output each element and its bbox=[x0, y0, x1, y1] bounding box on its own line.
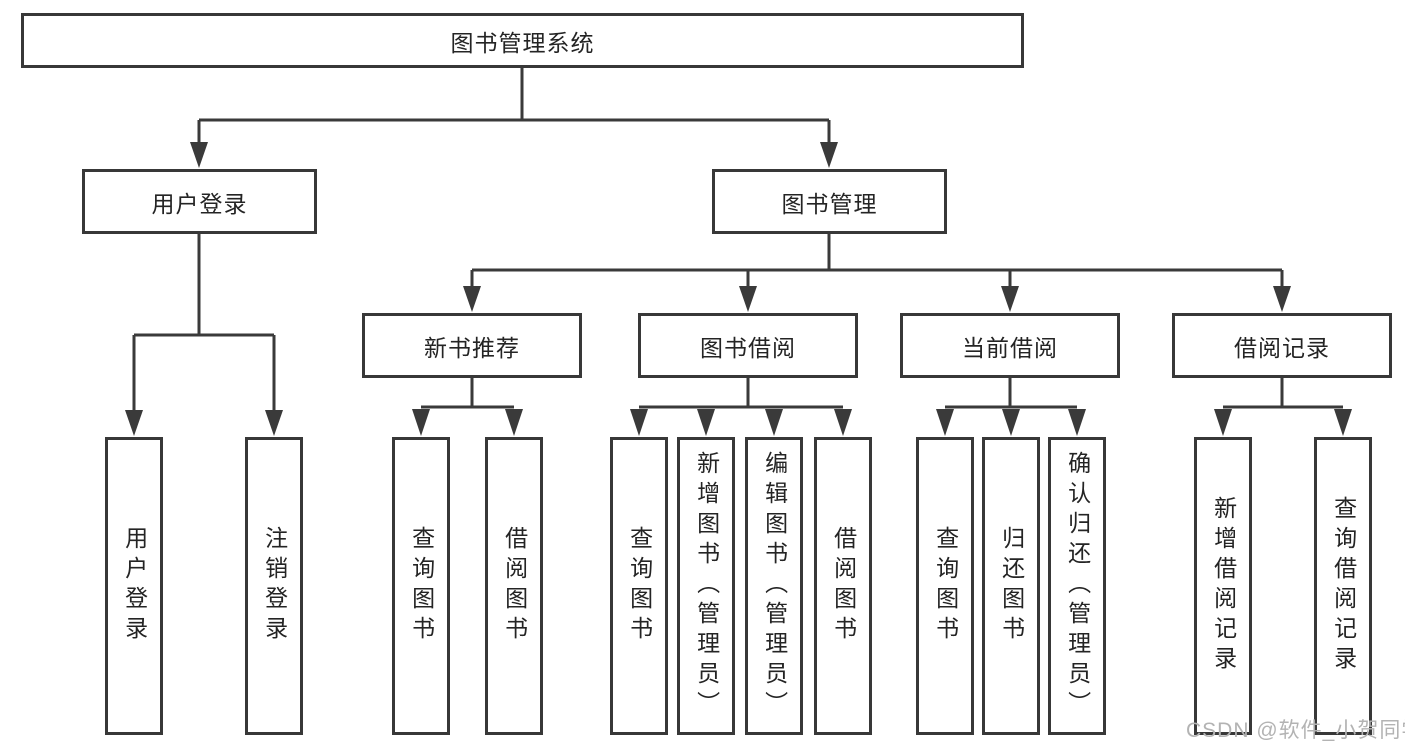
leaf-query-books-recommend: 查询图书 bbox=[392, 437, 450, 735]
leaf-return-books-label: 归还图书 bbox=[998, 526, 1025, 646]
node-root: 图书管理系统 bbox=[21, 13, 1024, 68]
leaf-add-books-admin: 新增图书（管理员） bbox=[677, 437, 735, 735]
connector-new-book-children bbox=[421, 378, 514, 409]
connector-borrow-records-children bbox=[1223, 378, 1343, 409]
arrowhead bbox=[125, 410, 143, 436]
arrowhead bbox=[834, 409, 852, 436]
leaf-logout: 注销登录 bbox=[245, 437, 303, 735]
node-new-book-recommend-label: 新书推荐 bbox=[424, 334, 520, 361]
leaf-query-books-current: 查询图书 bbox=[916, 437, 974, 735]
arrowhead bbox=[412, 409, 430, 436]
arrowhead bbox=[1273, 286, 1291, 312]
leaf-user-login-label: 用户登录 bbox=[121, 526, 148, 646]
connector-current-borrow-children bbox=[945, 378, 1077, 409]
connector-book-mgmt-level3 bbox=[470, 234, 1284, 287]
arrowhead bbox=[630, 409, 648, 436]
node-borrow-records: 借阅记录 bbox=[1172, 313, 1392, 378]
node-current-borrow-label: 当前借阅 bbox=[962, 334, 1058, 361]
node-book-borrow: 图书借阅 bbox=[638, 313, 858, 378]
node-book-mgmt-label: 图书管理 bbox=[781, 190, 878, 217]
node-current-borrow: 当前借阅 bbox=[900, 313, 1120, 378]
leaf-add-borrow-record-label: 新增借阅记录 bbox=[1210, 496, 1237, 676]
arrowhead bbox=[190, 142, 208, 168]
arrowhead bbox=[765, 409, 783, 436]
leaf-borrow-books-recommend-label: 借阅图书 bbox=[501, 526, 528, 646]
node-root-label: 图书管理系统 bbox=[450, 29, 595, 56]
leaf-query-books-borrow: 查询图书 bbox=[610, 437, 668, 735]
leaf-query-borrow-record: 查询借阅记录 bbox=[1314, 437, 1372, 735]
leaf-return-books: 归还图书 bbox=[982, 437, 1040, 735]
leaf-query-books-recommend-label: 查询图书 bbox=[408, 526, 435, 646]
node-user-login: 用户登录 bbox=[82, 169, 317, 234]
arrowhead bbox=[1214, 409, 1232, 436]
arrowhead bbox=[463, 286, 481, 312]
node-new-book-recommend: 新书推荐 bbox=[362, 313, 582, 378]
leaf-user-login: 用户登录 bbox=[105, 437, 163, 735]
arrowhead bbox=[1002, 409, 1020, 436]
leaf-add-books-admin-label: 新增图书（管理员） bbox=[693, 451, 720, 721]
leaf-query-books-borrow-label: 查询图书 bbox=[626, 526, 653, 646]
connector-root-to-level2 bbox=[197, 68, 831, 144]
arrowhead bbox=[697, 409, 715, 436]
node-user-login-label: 用户登录 bbox=[151, 190, 248, 217]
leaf-edit-books-admin: 编辑图书（管理员） bbox=[745, 437, 803, 735]
leaf-confirm-return-admin: 确认归还（管理员） bbox=[1048, 437, 1106, 735]
arrowhead bbox=[936, 409, 954, 436]
node-borrow-records-label: 借阅记录 bbox=[1234, 334, 1330, 361]
connector-book-borrow-children bbox=[639, 378, 843, 409]
leaf-query-borrow-record-label: 查询借阅记录 bbox=[1330, 496, 1357, 676]
connector-user-login-children bbox=[132, 234, 276, 410]
arrowhead bbox=[1001, 286, 1019, 312]
node-book-mgmt: 图书管理 bbox=[712, 169, 947, 234]
arrowhead bbox=[1334, 409, 1352, 436]
leaf-edit-books-admin-label: 编辑图书（管理员） bbox=[761, 451, 788, 721]
leaf-borrow-books-label: 借阅图书 bbox=[830, 526, 857, 646]
leaf-borrow-books-recommend: 借阅图书 bbox=[485, 437, 543, 735]
node-book-borrow-label: 图书借阅 bbox=[700, 334, 796, 361]
arrowhead bbox=[1068, 409, 1086, 436]
leaf-query-books-current-label: 查询图书 bbox=[932, 526, 959, 646]
leaf-logout-label: 注销登录 bbox=[261, 526, 288, 646]
csdn-watermark: CSDN @软件_小贺同学 bbox=[1186, 719, 1405, 742]
leaf-add-borrow-record: 新增借阅记录 bbox=[1194, 437, 1252, 735]
arrowhead bbox=[739, 286, 757, 312]
leaf-borrow-books: 借阅图书 bbox=[814, 437, 872, 735]
arrowhead bbox=[265, 410, 283, 436]
arrowhead bbox=[505, 409, 523, 436]
arrowhead bbox=[820, 142, 838, 168]
leaf-confirm-return-admin-label: 确认归还（管理员） bbox=[1064, 451, 1091, 721]
